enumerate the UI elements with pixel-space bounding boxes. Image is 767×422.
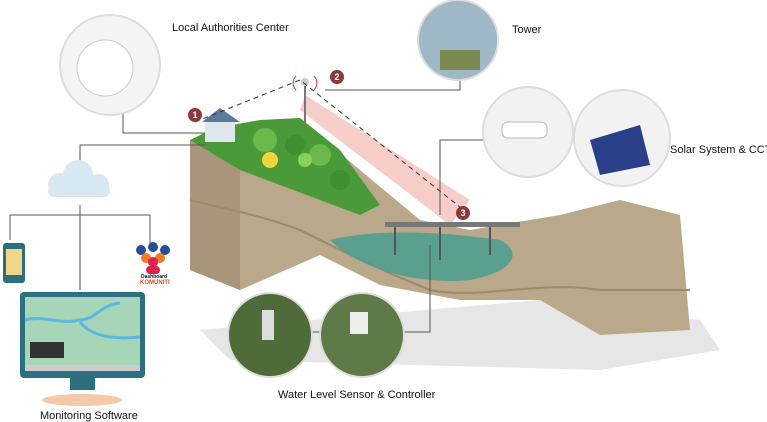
tower-icon — [292, 75, 318, 125]
water-sensor-photo-2 — [319, 292, 405, 378]
cloud-icon — [48, 160, 110, 197]
house-icon — [202, 108, 240, 142]
dashboard-komuniti-icon — [136, 242, 170, 274]
label-local-authorities: Local Authorities Center — [172, 22, 289, 34]
label-dashboard: Dashboard — [141, 274, 168, 280]
river-water — [330, 232, 513, 281]
phone-icon — [3, 243, 25, 283]
label-solar-cctv: Solar System & CCTV — [670, 144, 767, 156]
step-badge-3: 3 — [456, 206, 470, 220]
step-badge-1: 1 — [188, 108, 202, 122]
grass-hill — [190, 118, 380, 215]
label-water-level: Water Level Sensor & Controller — [278, 389, 436, 401]
label-monitoring: Monitoring Software — [40, 410, 138, 422]
signal-beam — [300, 95, 470, 225]
bridge — [385, 222, 520, 227]
step-badge-2: 2 — [330, 70, 344, 84]
label-komuniti: KOMUNITI — [140, 280, 170, 286]
label-tower: Tower — [512, 24, 542, 36]
trees — [253, 128, 350, 190]
monitor-icon — [20, 292, 145, 406]
